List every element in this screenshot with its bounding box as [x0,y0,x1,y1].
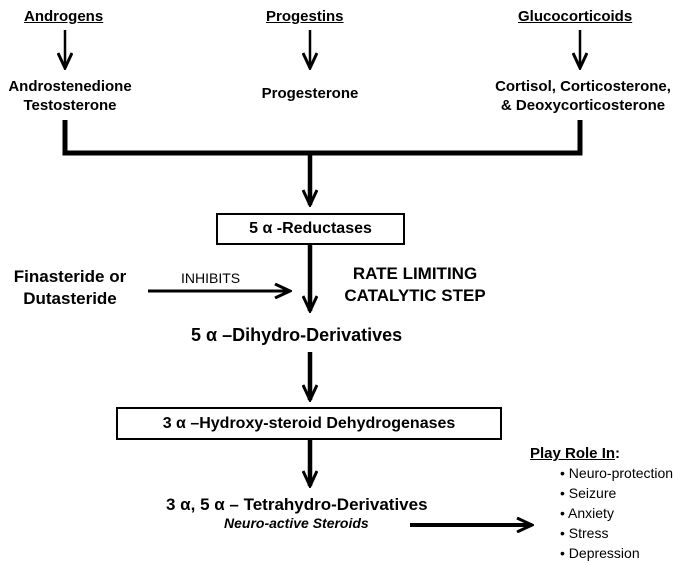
bullet-icon: • [560,505,565,521]
dehydrogenases-box: 3 α –Hydroxy-steroid Dehydrogenases [116,407,502,440]
androgens-heading: Androgens [24,8,104,25]
play-role-heading-text: Play Role In [530,445,616,462]
role-depression: Depression [568,545,640,561]
inhibits-label: INHIBITS [181,270,241,286]
reductases-box: 5 α -Reductases [216,213,405,245]
glucocorticoids-compounds: Cortisol, Corticosterone, & Deoxycortico… [478,77,688,115]
finasteride-label: Finasteride or [13,267,127,286]
role-stress: Stress [568,525,609,541]
bullet-icon: • [560,485,565,501]
play-role-heading: Play Role In: [530,445,620,462]
testosterone-label: Testosterone [23,97,117,114]
list-item: • Depression [560,543,673,563]
bullet-icon: • [560,545,565,561]
list-item: • Anxiety [560,503,673,523]
glucocorticoids-heading: Glucocorticoids [518,8,633,25]
androstenedione-label: Androstenedione [8,78,132,95]
reductases-label: 5 α -Reductases [249,220,372,237]
neuroactive-steroids-label: Neuro-active Steroids [224,515,369,531]
tetrahydro-derivatives-label: 3 α, 5 α – Tetrahydro-Derivatives [166,495,428,514]
dutasteride-label: Dutasteride [23,289,117,308]
androgens-compounds: Androstenedione Testosterone [0,77,140,115]
progestins-heading: Progestins [266,8,344,25]
role-seizure: Seizure [568,485,617,501]
role-neuro-protection: Neuro-protection [568,465,674,481]
progesterone-label: Progesterone [261,85,359,102]
list-item: • Neuro-protection [560,463,673,483]
inhibitor-drugs: Finasteride or Dutasteride [0,266,140,310]
convergence-bracket [62,120,583,156]
rate-limiting-label: RATE LIMITING CATALYTIC STEP [330,263,500,307]
list-item: • Stress [560,523,673,543]
bullet-icon: • [560,525,565,541]
play-role-heading-colon: : [615,445,621,462]
list-item: • Seizure [560,483,673,503]
role-anxiety: Anxiety [568,505,614,521]
rate-limiting-line2: CATALYTIC STEP [344,286,486,305]
dihydro-derivatives-label: 5 α –Dihydro-Derivatives [191,325,403,345]
progestins-compounds: Progesterone [240,85,380,102]
rate-limiting-line1: RATE LIMITING [352,264,478,283]
cortisol-corticosterone-label: Cortisol, Corticosterone, [495,78,671,95]
deoxycorticosterone-label: & Deoxycorticosterone [500,97,666,114]
roles-list: • Neuro-protection • Seizure • Anxiety •… [560,463,673,563]
bullet-icon: • [560,465,565,481]
dehydrogenases-label: 3 α –Hydroxy-steroid Dehydrogenases [162,415,456,432]
